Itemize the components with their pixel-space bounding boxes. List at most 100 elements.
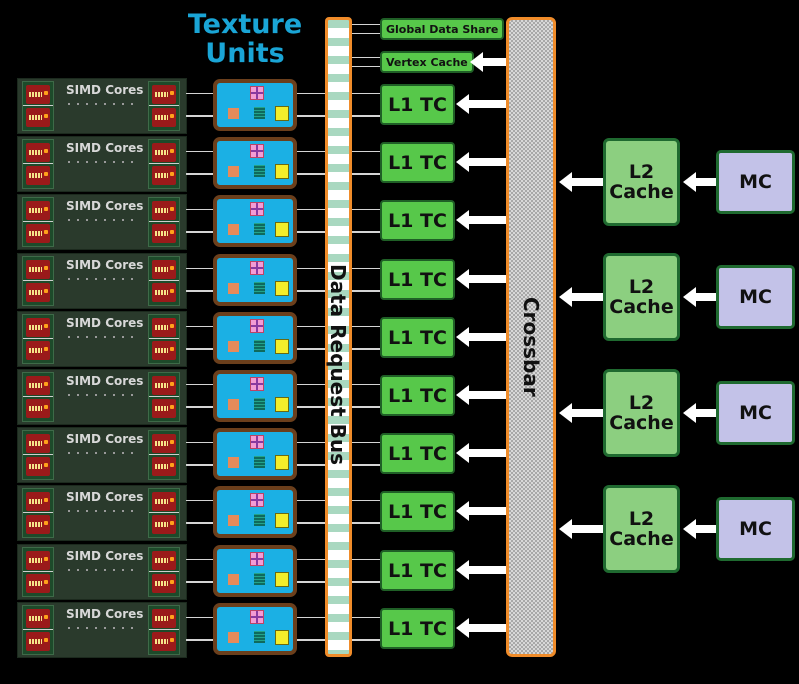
l1-texture-cache: L1 TC: [380, 375, 455, 416]
crossbar-to-l1-arrow: [456, 443, 506, 463]
crossbar-to-l1-arrow: [456, 560, 506, 580]
simd-to-tu-wire: [186, 326, 213, 327]
simd-dots-divider: [68, 452, 136, 454]
core-bus-line: [23, 512, 53, 513]
texture-unit-yellow-block: [275, 339, 289, 354]
simd-to-tu-wire: [186, 559, 213, 560]
simd-to-tu-wire: [186, 151, 213, 152]
bus-to-tu-wire: [297, 348, 325, 350]
l2-label-line-1: L2: [628, 276, 655, 298]
simd-core-chip-right: [148, 430, 180, 480]
tu-to-bus-wire: [297, 559, 325, 560]
tu-to-bus-wire: [297, 93, 325, 94]
tu-to-simd-wire: [186, 348, 213, 350]
simd-dots-divider: [68, 569, 136, 571]
crossbar-to-l1-arrow: [456, 152, 506, 172]
l1-texture-cache: L1 TC: [380, 550, 455, 591]
core-block: [26, 434, 50, 453]
bus-to-tu-wire: [297, 406, 325, 408]
simd-core-chip-right: [148, 547, 180, 597]
simd-to-tu-wire: [186, 617, 213, 618]
texture-unit-pink-block: [250, 493, 264, 507]
core-block: [152, 85, 176, 104]
tu-to-bus-wire: [297, 151, 325, 152]
core-block: [152, 224, 176, 243]
simd-cores-label: SIMD Cores: [66, 432, 144, 446]
simd-dots-divider: [68, 394, 136, 396]
mc-to-l2-arrow: [683, 403, 716, 423]
core-block: [152, 574, 176, 593]
texture-unit-orange-block: [228, 283, 239, 294]
bus-to-l1-wire: [352, 93, 380, 94]
simd-core-chip-right: [148, 81, 180, 131]
l1-to-bus-wire: [352, 348, 380, 350]
texture-unit-orange-block: [228, 632, 239, 643]
l1-texture-cache: L1 TC: [380, 608, 455, 649]
l2-to-crossbar-arrow: [559, 519, 603, 539]
core-block: [26, 143, 50, 162]
l2-label-line-1: L2: [628, 161, 655, 183]
simd-to-tu-wire: [186, 268, 213, 269]
texture-unit: [213, 428, 297, 480]
simd-core-chip-right: [148, 139, 180, 189]
texture-unit-yellow-block: [275, 106, 289, 121]
simd-to-tu-wire: [186, 442, 213, 443]
simd-cores-panel: SIMD Cores: [17, 253, 187, 309]
core-block: [26, 609, 50, 628]
l1-texture-cache: L1 TC: [380, 317, 455, 358]
core-block: [26, 341, 50, 360]
simd-core-chip-right: [148, 197, 180, 247]
simd-dots-divider: [68, 219, 136, 221]
core-bus-line: [149, 629, 179, 630]
tu-to-simd-wire: [186, 231, 213, 233]
core-block: [152, 108, 176, 127]
core-bus-line: [149, 338, 179, 339]
l1-texture-cache: L1 TC: [380, 491, 455, 532]
l1-to-bus-wire: [352, 464, 380, 466]
simd-dots-divider: [68, 336, 136, 338]
l1-texture-cache: L1 TC: [380, 200, 455, 241]
simd-core-chip-right: [148, 314, 180, 364]
texture-units-title: Texture Units: [185, 10, 305, 68]
texture-unit-yellow-block: [275, 630, 289, 645]
core-block: [26, 492, 50, 511]
tu-to-bus-wire: [297, 500, 325, 501]
l1-to-bus-wire: [352, 231, 380, 233]
texture-unit-pink-block: [250, 319, 264, 333]
vc-wire-out: [352, 57, 380, 58]
core-block: [152, 166, 176, 185]
bus-to-tu-wire: [297, 464, 325, 466]
simd-core-chip-right: [148, 605, 180, 655]
texture-unit: [213, 254, 297, 306]
texture-unit-yellow-block: [275, 455, 289, 470]
crossbar-to-l1-arrow: [456, 385, 506, 405]
global-data-share: Global Data Share: [380, 18, 505, 40]
simd-to-tu-wire: [186, 93, 213, 94]
title-line-2: Units: [205, 38, 285, 69]
core-block: [152, 201, 176, 220]
bus-to-l1-wire: [352, 268, 380, 269]
core-block: [26, 376, 50, 395]
memory-controller: MC: [716, 497, 795, 561]
texture-unit: [213, 603, 297, 655]
bus-to-l1-wire: [352, 442, 380, 443]
core-block: [26, 515, 50, 534]
core-block: [152, 632, 176, 651]
core-block: [152, 434, 176, 453]
simd-core-chip-left: [22, 605, 54, 655]
bus-to-tu-wire: [297, 173, 325, 175]
crossbar-to-l1-arrow: [456, 210, 506, 230]
texture-unit: [213, 486, 297, 538]
texture-unit-pink-block: [250, 261, 264, 275]
simd-cores-panel: SIMD Cores: [17, 194, 187, 250]
texture-unit-yellow-block: [275, 397, 289, 412]
texture-unit-pink-block: [250, 610, 264, 624]
tu-to-simd-wire: [186, 173, 213, 175]
l2-label-line-1: L2: [628, 392, 655, 414]
l2-to-crossbar-arrow: [559, 172, 603, 192]
core-block: [26, 457, 50, 476]
core-block: [152, 283, 176, 302]
l1-to-bus-wire: [352, 173, 380, 175]
